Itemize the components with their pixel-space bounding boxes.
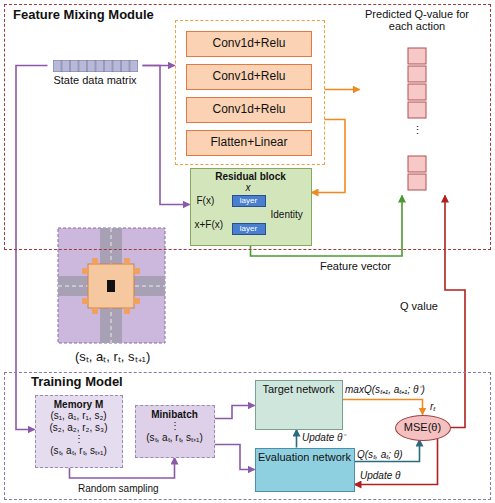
connector	[355, 439, 438, 485]
annotation-label: maxQ(sₜ₊₁, aₜ₊₁; θ⁻)	[345, 384, 425, 396]
node-title: Target network	[262, 383, 334, 396]
node-text: (s₂, a₂, r₂, s₃)	[50, 422, 108, 434]
node-text: (sₜ, aₜ, rₜ, sₜ₊₁)	[50, 445, 107, 457]
annotation-label: rₜ	[430, 401, 435, 413]
minibatch-box: Minibatch⋮(sₜ, aₜ, rₜ, sₜ₊₁)	[135, 405, 215, 458]
node-title: Flatten+Linear	[210, 136, 287, 150]
node-text: (sₜ, aₜ, rₜ, sₜ₊₁)	[146, 432, 203, 444]
node-title: Predicted Q-value for each action	[360, 8, 475, 33]
annotation-label: Update θ⁻	[302, 432, 345, 444]
connector	[296, 430, 298, 448]
connector	[325, 89, 360, 91]
conv-stack: Conv1d+ReluConv1d+ReluConv1d+ReluFlatten…	[175, 20, 325, 165]
layer-box: Flatten+Linear	[186, 130, 312, 156]
evaluation-network: Evaluation network	[255, 448, 355, 492]
layer-box: Conv1d+Relu	[186, 97, 312, 123]
node-text: x+F(x)	[195, 219, 224, 231]
intersection-picture	[58, 228, 165, 343]
node-title: Feature Mixing Module	[13, 8, 154, 23]
connector	[143, 66, 190, 205]
annotation-label: (sₜ, aₜ, rₜ, sₜ₊₁)	[75, 350, 150, 365]
layer-box: layer	[232, 223, 266, 235]
node-text: ⋮	[412, 124, 423, 137]
node-title: Conv1d+Relu	[212, 37, 285, 51]
node-text: F(x)	[197, 195, 215, 207]
q-value-cells	[408, 48, 426, 190]
residual-block: Residual blockxF(x) x+F(x) Identity layer la…	[190, 168, 312, 246]
connector	[215, 445, 255, 470]
node-title: Residual block	[191, 171, 311, 183]
connector	[355, 440, 420, 462]
node-text: (s₁, a₁, r₁, s₂)	[50, 410, 106, 422]
annotation-label: Feature vector	[320, 260, 391, 273]
node-title: State data matrix	[53, 74, 136, 87]
node-title: Evaluation network	[258, 451, 351, 464]
layer-box: Conv1d+Relu	[186, 31, 312, 57]
state-matrix-strip	[53, 60, 138, 72]
layer-box: Conv1d+Relu	[186, 64, 312, 90]
mse-ellipse: MSE(θ)	[395, 415, 451, 441]
state-matrix: State data matrix	[48, 58, 143, 94]
node-text: Identity	[271, 209, 303, 221]
annotation-label: Update θ	[360, 470, 400, 482]
connector	[445, 196, 465, 428]
memory-box: Memory M(s₁, a₁, r₁, s₂)(s₂, a₂, r₂, s₃)…	[35, 395, 123, 468]
node-title: Memory M	[54, 399, 103, 411]
node-title: MSE(θ)	[404, 421, 441, 434]
node-title: Training Model	[31, 375, 123, 390]
annotation-label: Q(sₜ, aₜ; θ)	[357, 449, 403, 461]
layer-box: layer	[232, 195, 266, 207]
q-value-vector: Predicted Q-value for each action ⋮	[360, 8, 475, 196]
target-network: Target network	[255, 380, 343, 430]
node-text: x	[246, 182, 251, 194]
connector	[343, 400, 423, 415]
node-title: layer	[240, 224, 257, 233]
annotation-label: Random sampling	[78, 483, 159, 495]
connector	[215, 406, 255, 419]
connector	[312, 120, 346, 193]
node-title: Minibatch	[151, 409, 198, 421]
node-text: ⋮	[74, 433, 84, 445]
node-title: Conv1d+Relu	[212, 103, 285, 117]
module-region: Feature Mixing ModuleState data matrixCo…	[4, 4, 491, 250]
annotation-label: Q value	[400, 300, 438, 313]
node-text: ⋮	[170, 420, 180, 432]
node-title: layer	[240, 196, 257, 205]
node-title: Conv1d+Relu	[212, 70, 285, 84]
